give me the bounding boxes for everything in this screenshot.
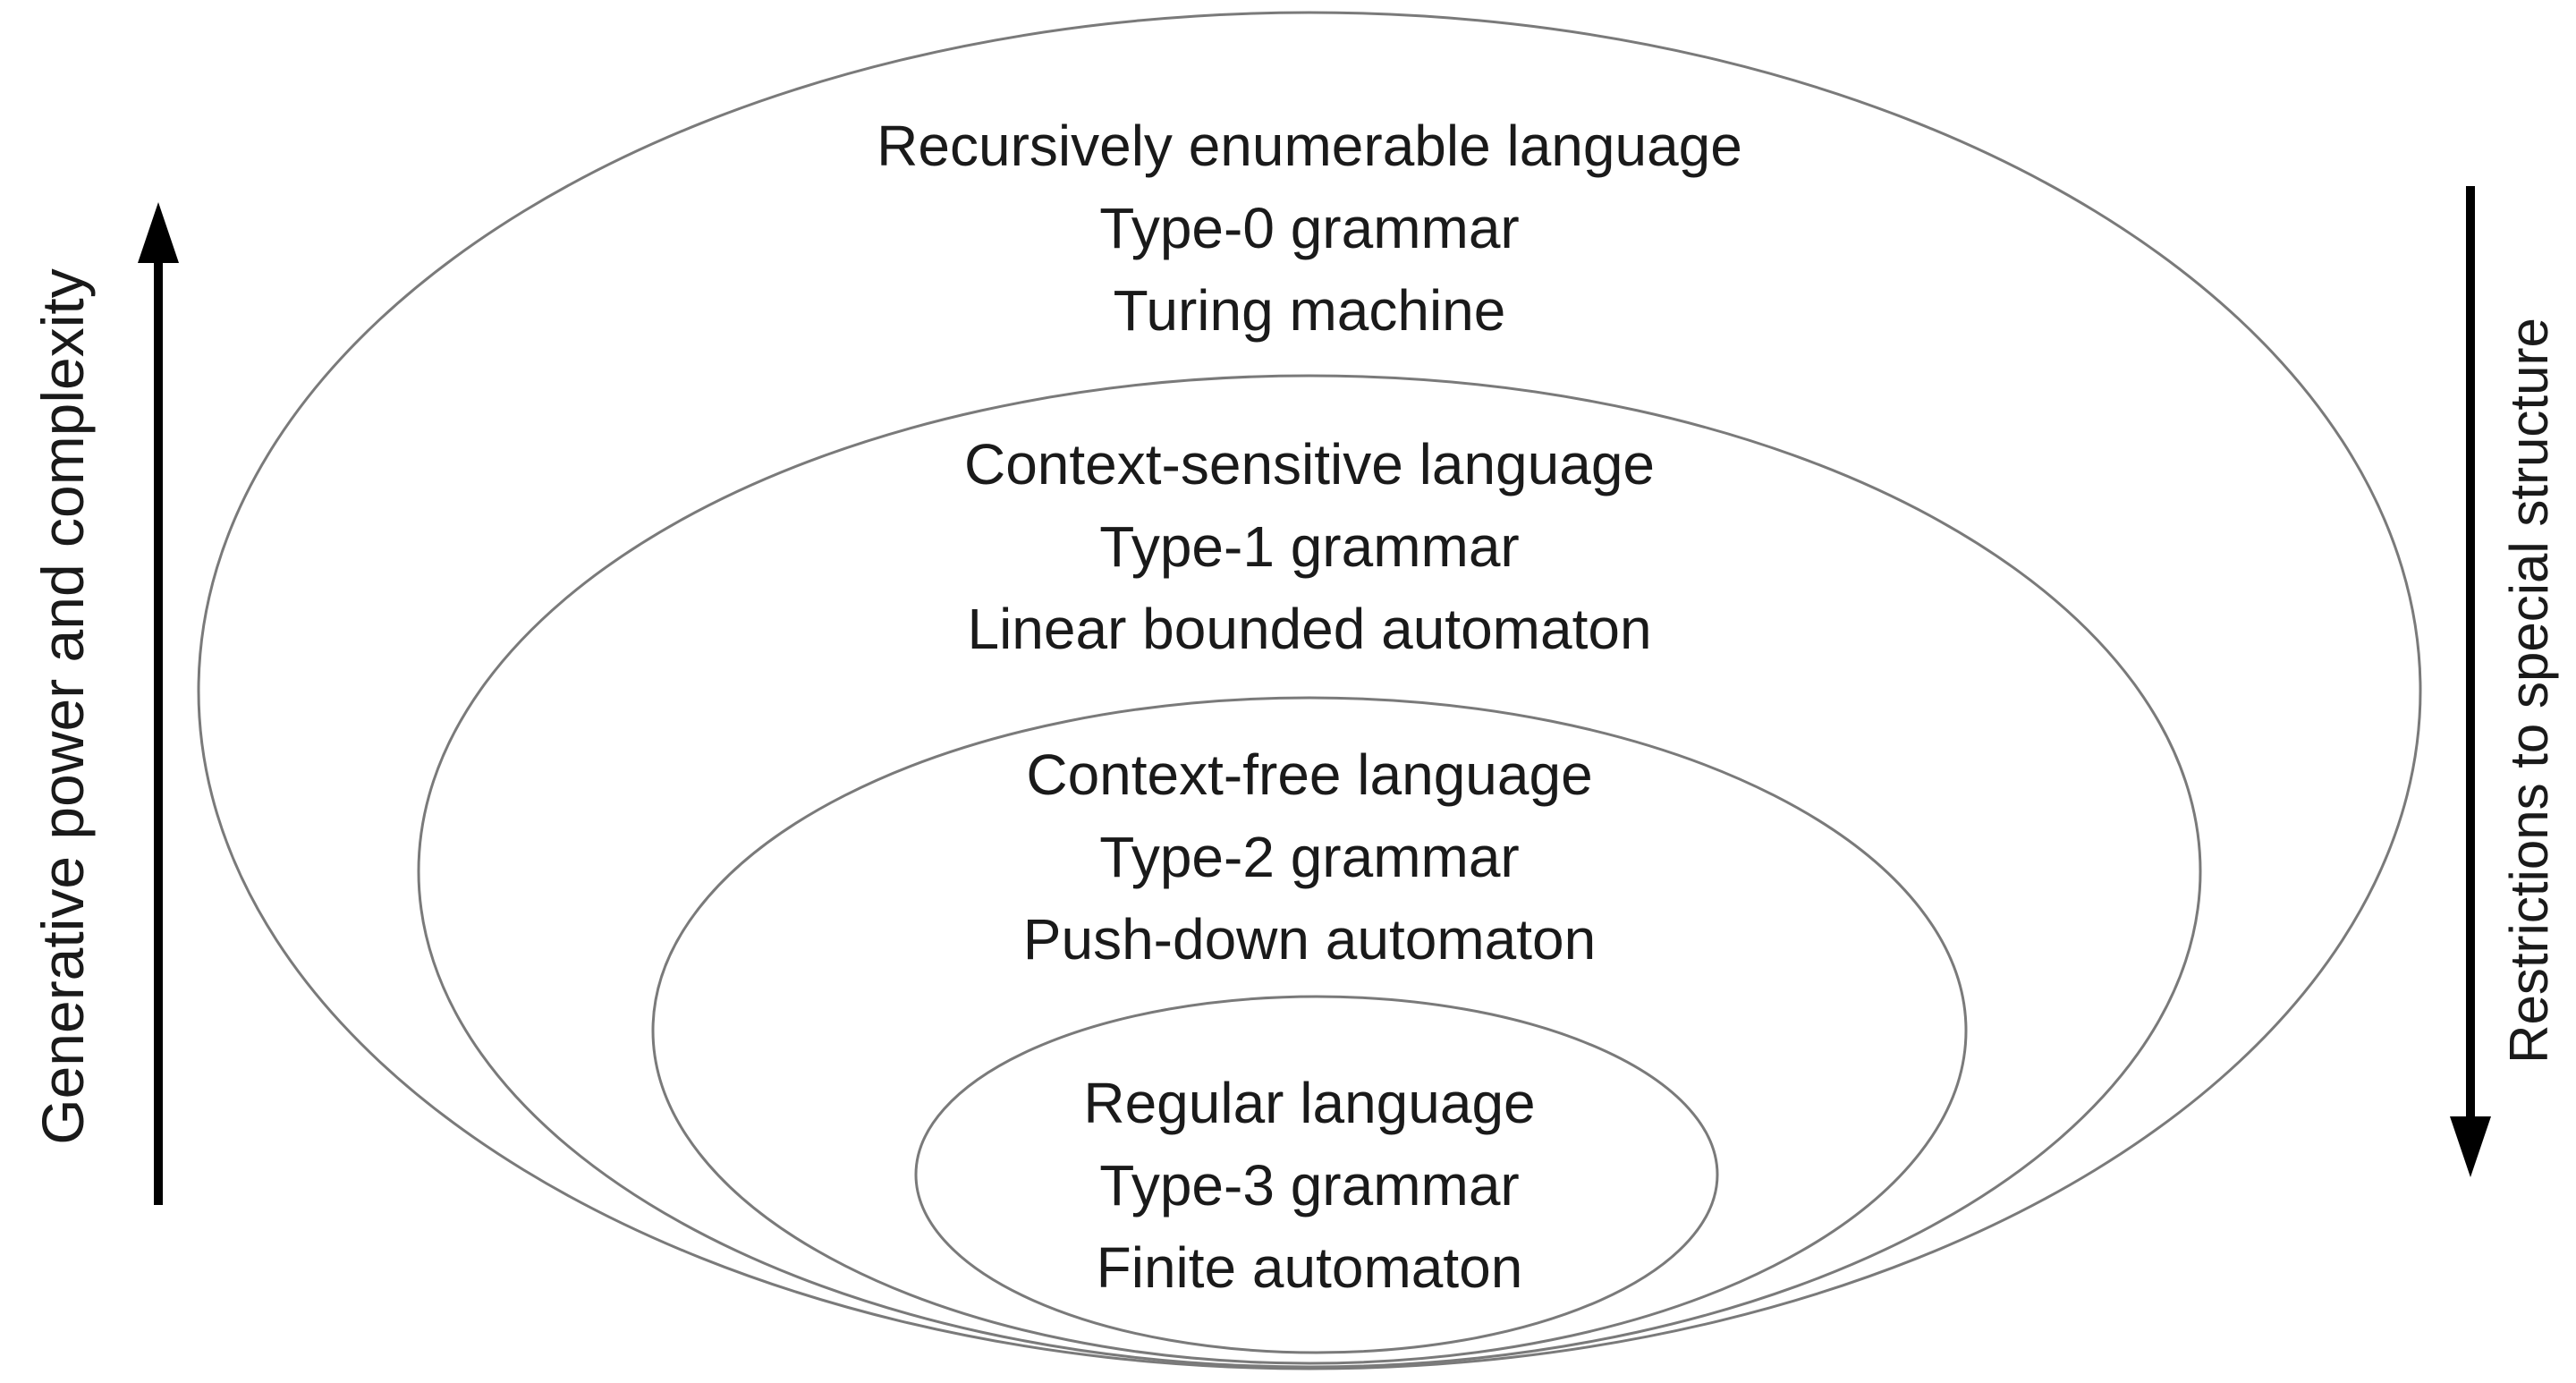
down-arrow-icon xyxy=(2450,186,2491,1177)
grammar-label: Type-2 grammar xyxy=(1099,825,1520,889)
ellipse-regular xyxy=(914,995,1719,1354)
level-block-type2: Context-free language Type-2 grammar Pus… xyxy=(683,734,1936,980)
automaton-label: Linear bounded automaton xyxy=(967,597,1652,661)
up-arrow-icon xyxy=(138,202,179,1205)
language-label: Regular language xyxy=(1083,1071,1536,1135)
language-label: Context-sensitive language xyxy=(963,432,1656,496)
language-label: Recursively enumerable language xyxy=(877,114,1742,178)
ellipse-context-sensitive xyxy=(417,374,2202,1369)
automaton-label: Turing machine xyxy=(1113,278,1506,343)
right-axis-label: Restrictions to special structure xyxy=(2499,318,2559,1064)
automaton-label: Finite automaton xyxy=(1096,1235,1523,1300)
grammar-label: Type-3 grammar xyxy=(1099,1153,1520,1218)
left-axis-label: Generative power and complexity xyxy=(30,268,96,1145)
automaton-label: Push-down automaton xyxy=(1022,907,1597,971)
ellipse-context-free xyxy=(651,696,1968,1365)
grammar-label: Type-0 grammar xyxy=(1099,196,1520,260)
language-label: Context-free language xyxy=(1026,742,1593,807)
grammar-label: Type-1 grammar xyxy=(1099,514,1520,579)
level-block-type1: Context-sensitive language Type-1 gramma… xyxy=(683,423,1936,670)
level-block-type0: Recursively enumerable language Type-0 g… xyxy=(683,105,1936,352)
level-block-type3: Regular language Type-3 grammar Finite a… xyxy=(683,1062,1936,1309)
ellipse-recursively-enumerable xyxy=(197,11,2422,1370)
